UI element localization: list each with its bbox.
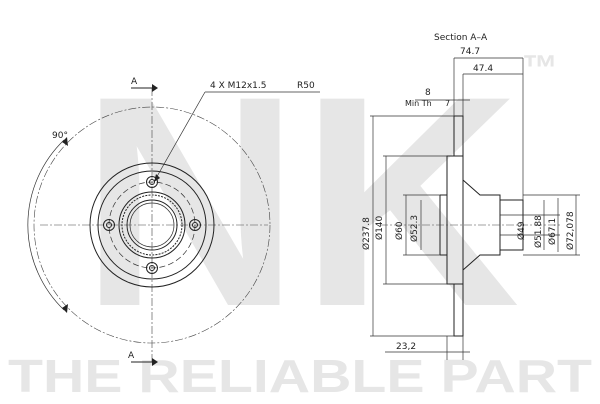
bolt-callout-arrow [154,174,160,182]
section-title: Section A–A [434,33,488,43]
bolt-hole-bottom [146,262,158,274]
bolt-hole-top-inner [149,179,155,185]
bolt-holes [103,176,201,274]
dim-bearing-51: Ø51.88 [533,215,544,248]
dim-hat-diameter: Ø140 [374,215,385,240]
angle-arc-arrow-bottom [62,304,68,313]
section-profile [380,115,560,337]
section-marker-bottom-arrow [152,358,158,366]
bolt-hole-left [103,219,115,231]
angle-label: 90° [52,131,68,141]
radius-callout: R50 [297,81,315,91]
section-view: Section A–A 74.7 47.4 8 Min Th [361,33,580,360]
bolt-hole-left-inner [106,222,112,228]
bore-spline [121,194,183,256]
section-marker-top-arrow [152,84,158,92]
section-marker-bottom: A [128,351,135,361]
hub-flange-outer [89,162,215,288]
bore-outer [118,191,186,259]
bolt-callout: 4 X M12x1.5 [210,81,266,91]
dim-min-thickness-label: Min Th [405,99,432,108]
bolt-hole-right-inner [192,222,198,228]
dim-bore-inner: Ø52.3 [409,215,420,242]
dim-hub-width: 47.4 [473,64,493,74]
bore-inner [126,199,178,251]
bolt-hole-bottom-inner [149,265,155,271]
hat-flange [446,155,464,285]
dim-hub-67: Ø67.1 [547,218,558,245]
front-view: A A 90° [27,77,320,366]
angle-arc-arrow-top [62,137,68,146]
dim-thickness: 8 [425,88,431,98]
dim-disc-diameter: Ø237.8 [361,217,372,250]
section-marker-top: A [131,77,138,87]
bore-core [129,202,175,248]
bolt-hole-top [146,176,158,188]
dim-offset: 23,2 [396,342,416,352]
disc-outline-circle [33,106,271,344]
watermark-trademark: ™ [522,47,558,88]
bolt-circle [108,181,196,269]
hub-flange-inner [97,170,207,280]
dim-bearing-49: Ø49 [516,221,527,240]
dim-centre-bore: Ø60 [394,221,405,240]
bolt-hole-right [189,219,201,231]
bolt-callout-leader [154,91,206,181]
watermark-slogan: THE RELIABLE PART [8,350,592,400]
dim-min-thickness-value: 7 [445,99,450,108]
dim-overall-width: 74.7 [460,47,480,57]
angle-arc [27,139,65,311]
dim-hub-72: Ø72,078 [565,211,576,250]
